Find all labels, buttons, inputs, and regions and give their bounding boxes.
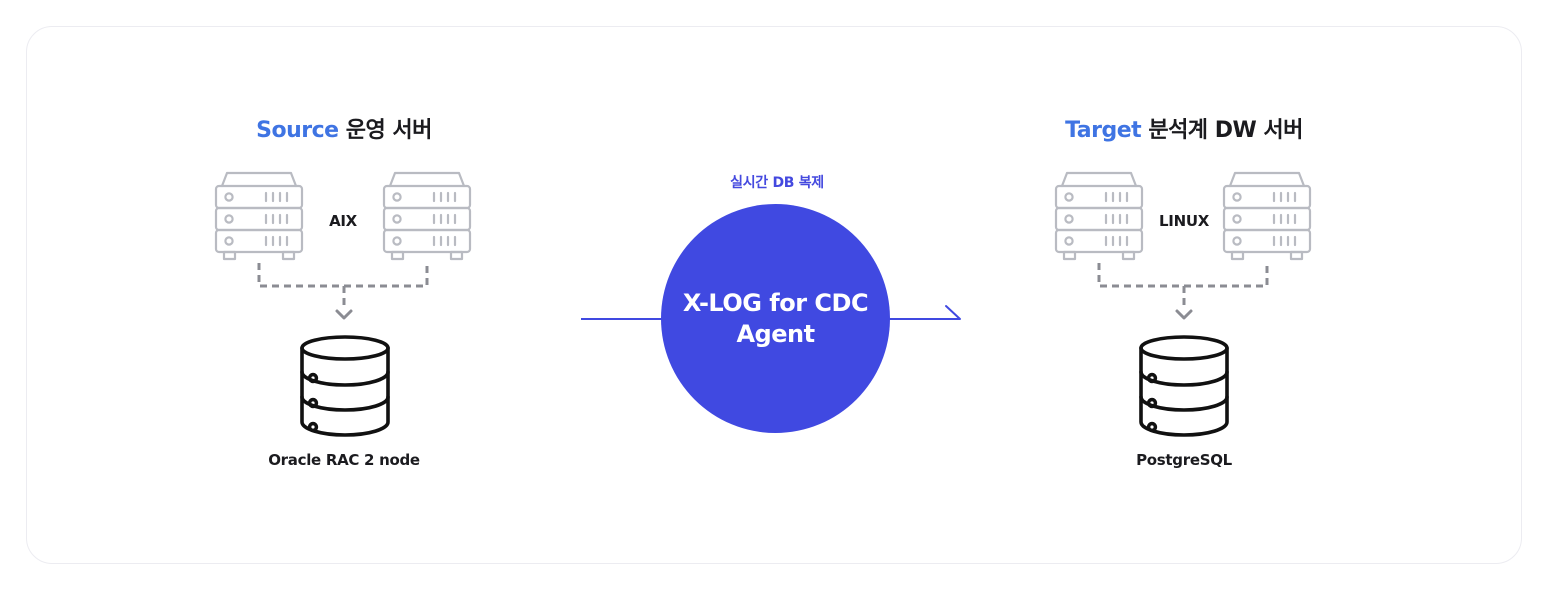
flow-arrow-head-icon <box>945 305 961 320</box>
flow-caption: 실시간 DB 복제 <box>730 175 824 191</box>
server-rack-icon <box>381 170 473 264</box>
server-rack-icon <box>1221 170 1313 264</box>
target-heading-accent: Target <box>1065 118 1142 143</box>
database-cylinder-icon <box>1137 334 1231 438</box>
chevron-down-icon <box>335 309 353 320</box>
target-heading: Target 분석계 DW 서버 <box>1065 112 1303 144</box>
target-dashed-connector <box>1097 263 1269 288</box>
agent-label: X-LOG for CDC Agent <box>682 288 869 348</box>
source-server-os-label: AIX <box>329 212 357 230</box>
server-rack-icon <box>213 170 305 264</box>
chevron-down-icon <box>1175 309 1193 320</box>
agent-circle: X-LOG for CDC Agent <box>661 204 890 433</box>
database-cylinder-icon <box>298 334 392 438</box>
target-heading-rest: 분석계 DW 서버 <box>1141 118 1303 143</box>
server-rack-icon <box>1053 170 1145 264</box>
source-heading-accent: Source <box>256 118 339 143</box>
source-heading: Source 운영 서버 <box>256 112 432 144</box>
target-database-label: PostgreSQL <box>1136 451 1232 469</box>
target-server-os-label: LINUX <box>1159 212 1209 230</box>
source-heading-rest: 운영 서버 <box>338 118 433 143</box>
source-dashed-connector <box>257 263 429 288</box>
source-database-label: Oracle RAC 2 node <box>268 451 420 469</box>
